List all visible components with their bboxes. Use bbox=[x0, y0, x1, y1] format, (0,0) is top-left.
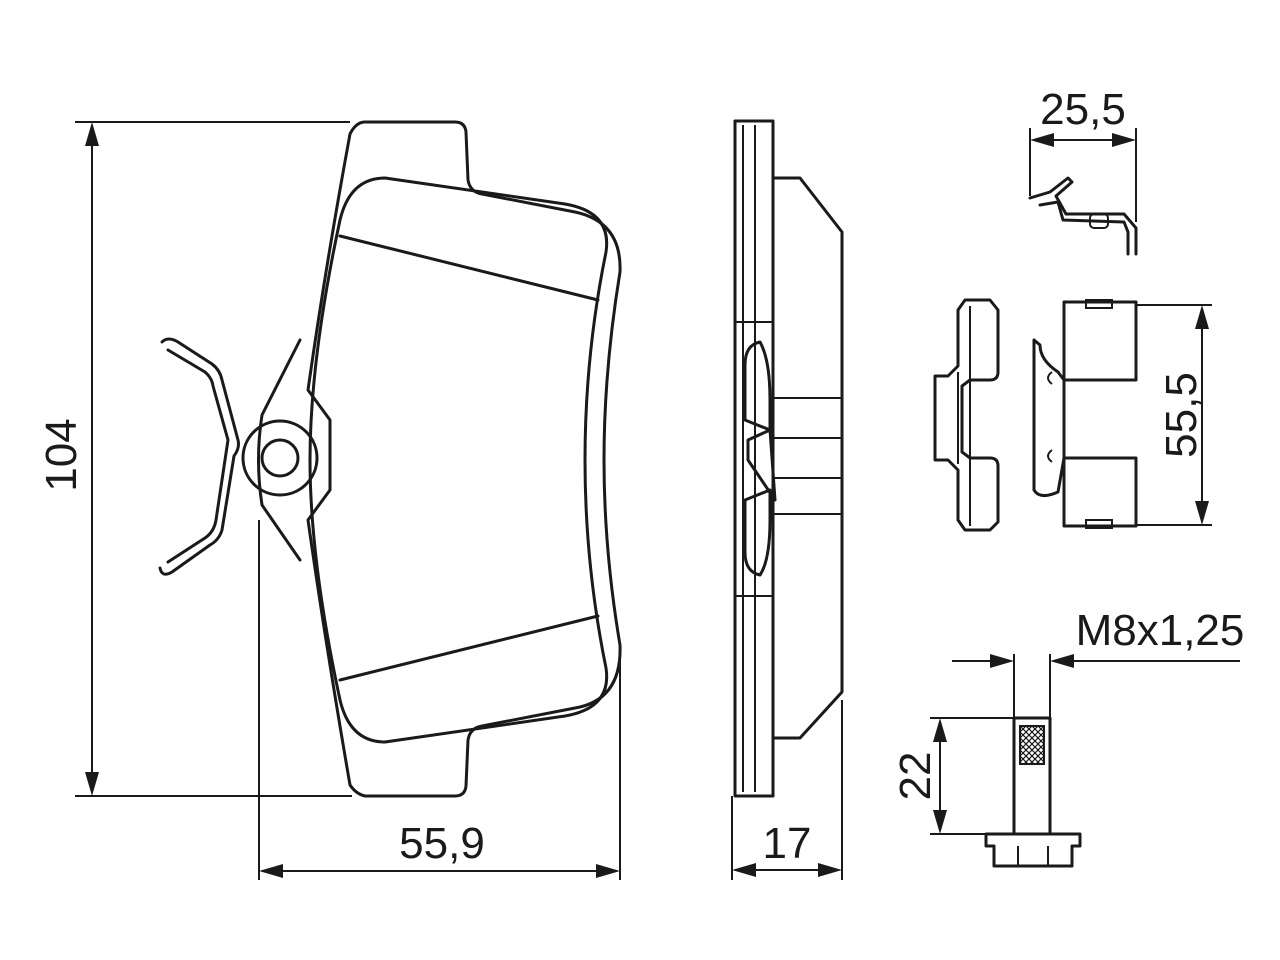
pad-small-views bbox=[933, 298, 1138, 532]
dimension-thread: M8x1,25 bbox=[952, 606, 1244, 718]
backing-plate-outline bbox=[306, 120, 622, 798]
retaining-spring-wire-inner bbox=[166, 348, 230, 564]
dimension-label-pad-height: 55,5 bbox=[1157, 372, 1206, 458]
retaining-spring-wire bbox=[158, 337, 240, 576]
wear-line-bottom bbox=[338, 614, 600, 682]
clip-shape bbox=[1028, 176, 1138, 256]
dimension-clip-width: 25,5 bbox=[1029, 85, 1137, 222]
mounting-hole-outer bbox=[241, 419, 319, 497]
dimension-bolt-length: 22 bbox=[891, 717, 1014, 835]
mounting-hole-inner bbox=[260, 438, 300, 478]
bolt-thread-knurl bbox=[1019, 725, 1045, 765]
dimension-label-thickness: 17 bbox=[763, 819, 812, 868]
pad-front-view bbox=[158, 120, 622, 798]
wear-line-top bbox=[338, 234, 600, 302]
bolt-head bbox=[984, 832, 1082, 868]
mounting-lug bbox=[257, 338, 302, 562]
pad-side-view bbox=[733, 119, 844, 798]
clip-detail bbox=[1028, 176, 1138, 256]
friction-material-outline bbox=[308, 176, 609, 744]
dimension-label-width: 55,9 bbox=[399, 819, 485, 868]
dimension-height: 104 bbox=[37, 121, 352, 797]
dimension-label-clip-width: 25,5 bbox=[1040, 85, 1126, 134]
small-pad-side-view bbox=[933, 298, 1000, 532]
dimension-label-bolt-length: 22 bbox=[891, 752, 940, 801]
side-spring-clip bbox=[743, 340, 772, 432]
dimension-label-height: 104 bbox=[37, 418, 86, 491]
bolt-detail bbox=[984, 716, 1082, 868]
dimension-label-thread: M8x1,25 bbox=[1076, 606, 1245, 655]
small-pad-back-view bbox=[1032, 300, 1138, 528]
dimension-pad-height: 55,5 bbox=[1136, 304, 1212, 526]
dimension-width: 55,9 bbox=[258, 520, 621, 880]
side-friction-block bbox=[771, 176, 844, 740]
dimension-thickness: 17 bbox=[731, 700, 843, 880]
